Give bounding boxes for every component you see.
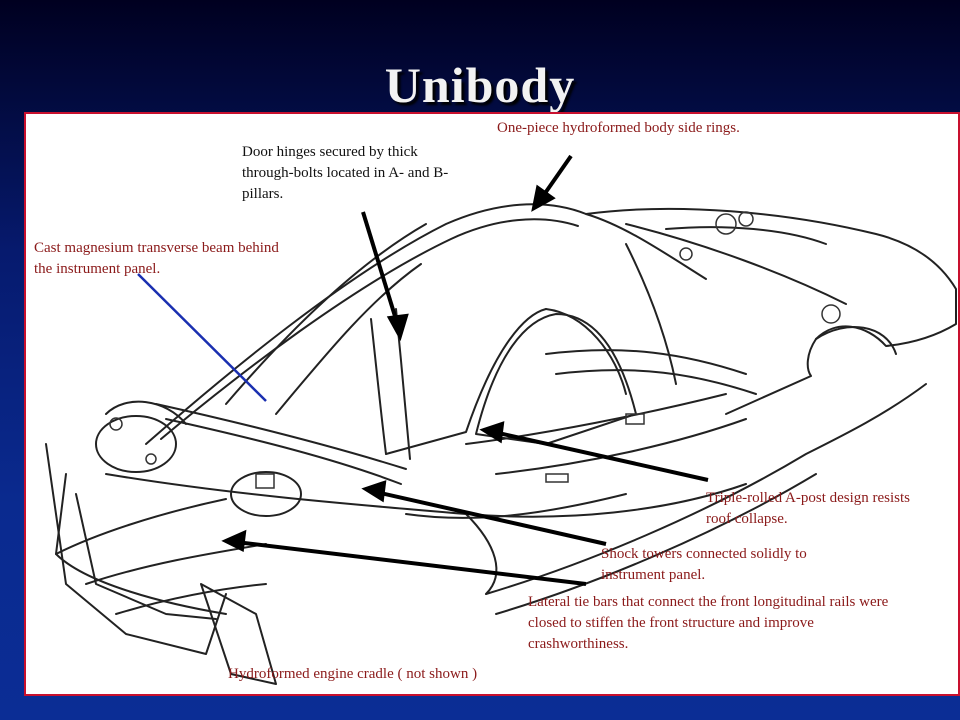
caption-magnesium-beam: Cast magnesium transverse beam behind th… <box>34 240 279 277</box>
caption-a-post: Triple-rolled A-post design resists roof… <box>706 490 911 527</box>
slide-title: Unibody <box>384 57 576 113</box>
caption-door-hinges: Door hinges secured by thick through-bol… <box>242 144 449 202</box>
unibody-line-drawing <box>45 154 957 685</box>
caption-shock-towers: Shock towers connected solidly to instru… <box>601 546 807 583</box>
diagram-panel <box>24 112 960 696</box>
caption-tie-bars: Lateral tie bars that connect the front … <box>528 594 889 652</box>
caption-body-side-rings: One-piece hydroformed body side rings. <box>497 120 740 136</box>
arrow-tie-bars <box>235 540 587 586</box>
caption-engine-cradle: Hydroformed engine cradle ( not shown ) <box>228 666 478 682</box>
arrow-shock-towers <box>375 490 607 546</box>
pointer-magnesium-beam <box>137 273 267 402</box>
arrow-a-post <box>493 430 709 482</box>
arrow-door-hinges <box>361 211 400 327</box>
